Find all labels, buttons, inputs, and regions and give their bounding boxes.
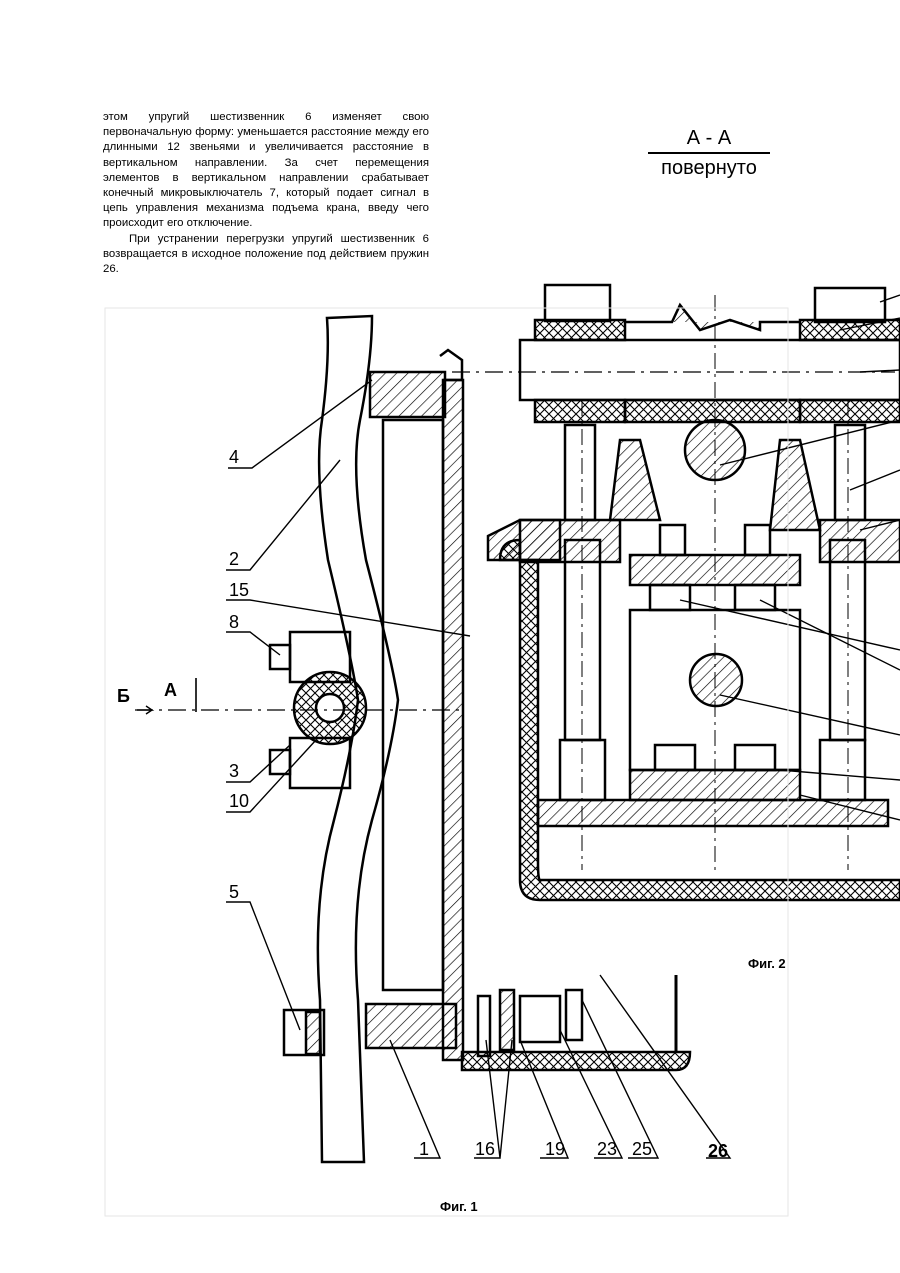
view-label-b: Б	[117, 686, 130, 706]
label-26: 26	[708, 1141, 728, 1161]
top-shaft	[520, 340, 900, 400]
label-19: 19	[545, 1139, 565, 1159]
label-4: 4	[229, 447, 239, 467]
bolt-bottom	[290, 738, 350, 788]
housing-wall	[443, 380, 463, 1060]
label-15: 15	[229, 580, 249, 600]
label-2: 2	[229, 549, 239, 569]
label-23: 23	[597, 1139, 617, 1159]
fig2-caption: Фиг. 2	[748, 956, 786, 971]
housing-top	[370, 372, 445, 417]
label-5: 5	[229, 882, 239, 902]
housing-bottom	[366, 1004, 456, 1048]
label-25: 25	[632, 1139, 652, 1159]
label-1: 1	[419, 1139, 429, 1159]
fig1-caption: Фиг. 1	[440, 1199, 478, 1214]
fig2-drawing	[488, 285, 900, 900]
fig2-casing	[500, 540, 900, 900]
view-arrow	[137, 706, 152, 714]
label-16: 16	[475, 1139, 495, 1159]
label-3: 3	[229, 761, 239, 781]
view-label-a: А	[164, 680, 177, 700]
label-8: 8	[229, 612, 239, 632]
housing-inner	[383, 420, 443, 990]
label-10: 10	[229, 791, 249, 811]
